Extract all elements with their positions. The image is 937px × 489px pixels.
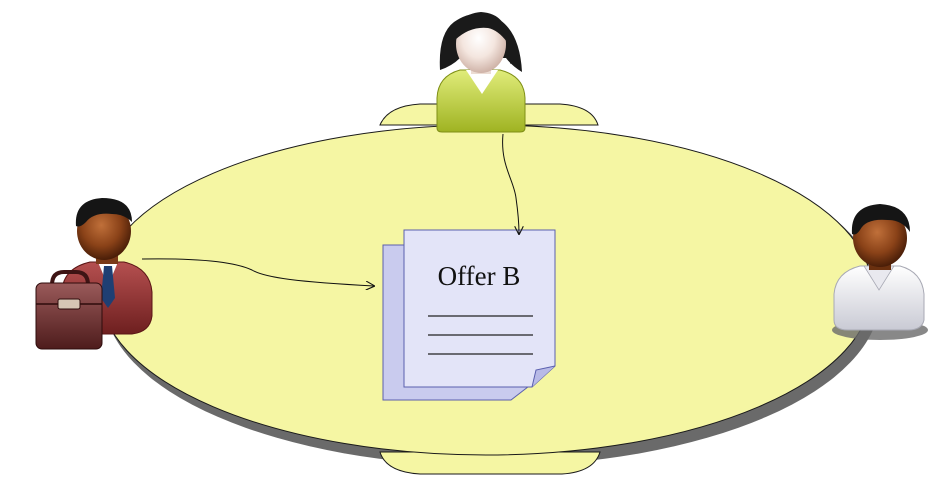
briefcase-icon [35,270,103,350]
offer-document: Offer B [382,229,556,401]
businessman-user-icon [35,198,153,350]
document-front-page [403,229,556,388]
woman-user-icon [436,12,526,133]
arrow-from-businessman [141,258,374,286]
document-page-curl [531,365,556,388]
document-title: Offer B [438,261,521,291]
man-user-icon [832,204,928,340]
arrow-from-woman [502,133,519,234]
table-bottom-tab [379,451,601,475]
